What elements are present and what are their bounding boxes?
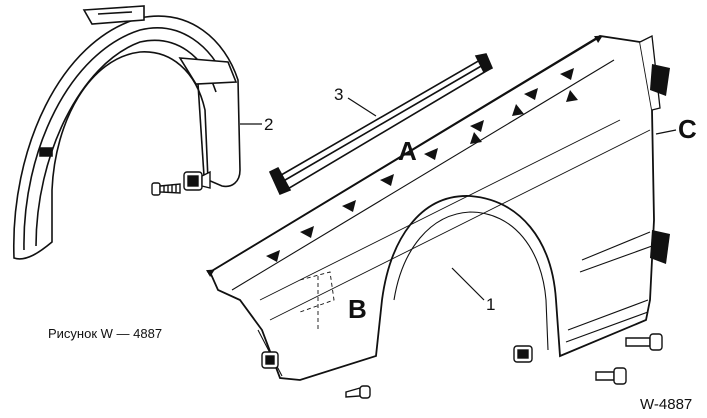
liner-screw	[151, 182, 181, 196]
zone-label-b: B	[348, 294, 367, 324]
fender-screw-rear-1	[625, 333, 663, 351]
figure-caption: Рисунок W — 4887	[48, 326, 163, 341]
fender-screw-rear-2	[595, 367, 627, 385]
leader-lines	[240, 97, 677, 301]
figure-code: W-4887	[640, 396, 693, 413]
wheel-arch-liner	[13, 5, 241, 260]
fender-clip-rear	[513, 345, 533, 363]
fender-clip-front	[261, 351, 279, 369]
zone-a-span-line	[205, 35, 603, 278]
callout-2: 2	[264, 115, 273, 134]
callout-1: 1	[486, 295, 495, 314]
zone-c-arrows	[650, 64, 670, 264]
callout-3: 3	[334, 85, 343, 104]
liner-clip	[183, 170, 211, 191]
zone-label-c: C	[678, 114, 697, 144]
zone-label-a: A	[398, 136, 417, 166]
fender-screw-lower	[345, 385, 371, 399]
